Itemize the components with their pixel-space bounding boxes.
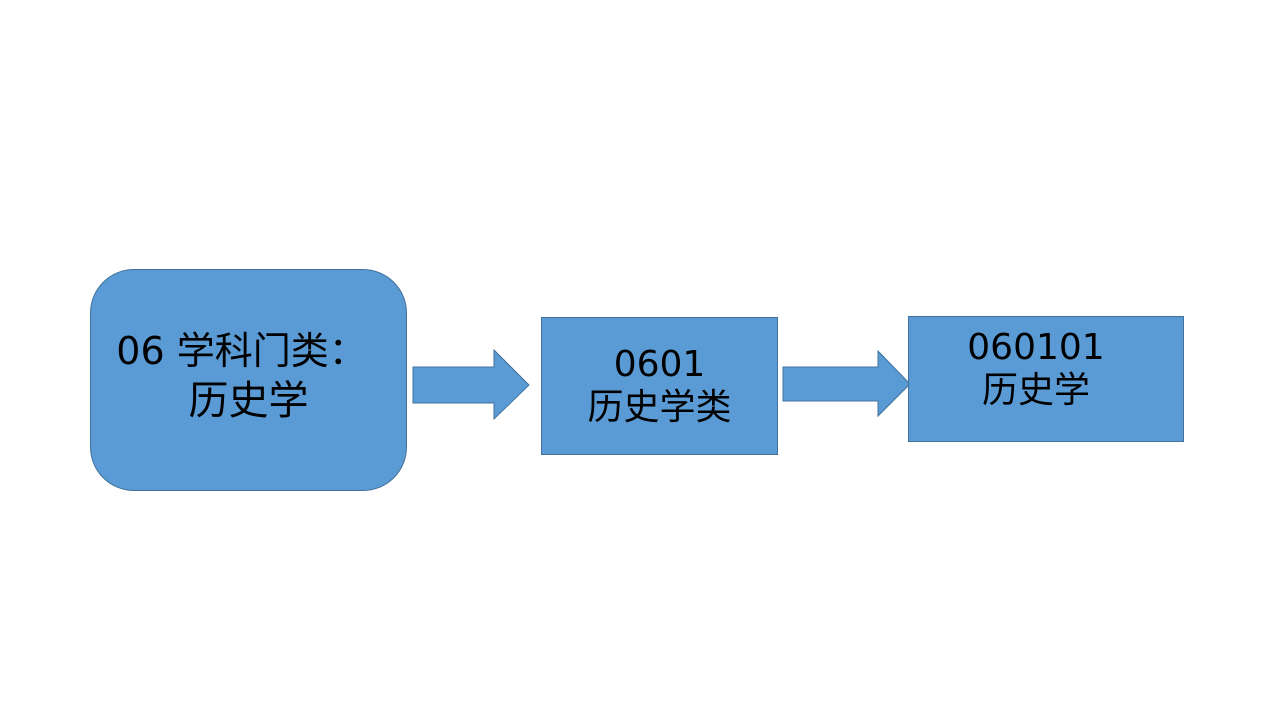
arrow-1-connector (412, 349, 532, 421)
major-name-label: 历史学 (981, 370, 1090, 412)
discipline-category-node: 06 学科门类： 历史学 (90, 269, 407, 491)
right-arrow-icon (782, 350, 911, 418)
major-node: 060101 历史学 (908, 316, 1184, 442)
discipline-category-name-label: 历史学 (188, 377, 309, 424)
first-level-discipline-name-label: 历史学类 (587, 387, 732, 428)
arrow-2-connector (782, 350, 912, 418)
first-level-discipline-node: 0601 历史学类 (541, 317, 778, 455)
first-level-discipline-code-label: 0601 (613, 343, 706, 385)
major-code-label: 060101 (967, 327, 1105, 368)
right-arrow-icon (412, 349, 530, 421)
discipline-category-code-label: 06 学科门类： (116, 329, 367, 374)
